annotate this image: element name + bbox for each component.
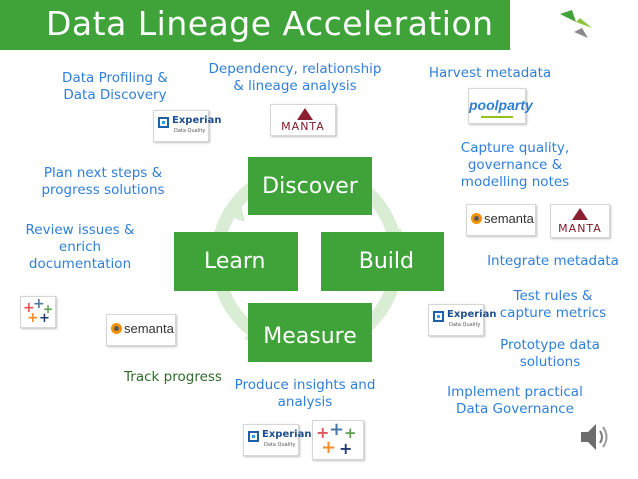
cycle-discover-label: Discover bbox=[262, 173, 358, 199]
experian-logo: Experian Data Quality bbox=[428, 304, 496, 336]
page-title: Data Lineage Acceleration bbox=[46, 4, 494, 43]
cycle-learn: Learn bbox=[174, 232, 298, 291]
label-test: Test rules & capture metrics bbox=[499, 288, 607, 321]
manta-logo: MANTA bbox=[550, 204, 610, 238]
label-track: Track progress bbox=[124, 369, 222, 385]
label-profiling: Data Profiling & Data Discovery bbox=[62, 70, 168, 103]
label-harvest: Harvest metadata bbox=[428, 65, 552, 81]
poolparty-logo: poolparty bbox=[468, 88, 533, 124]
label-review: Review issues & enrich documentation bbox=[25, 222, 135, 272]
label-dependency: Dependency, relationship & lineage analy… bbox=[208, 61, 382, 94]
label-implement: Implement practical Data Governance bbox=[447, 384, 583, 417]
cycle-discover: Discover bbox=[248, 157, 372, 215]
tableau-logo-icon: + + + + + bbox=[20, 296, 56, 328]
title-bar: Data Lineage Acceleration bbox=[0, 0, 510, 50]
label-capture: Capture quality, governance & modelling … bbox=[460, 140, 570, 190]
label-plan: Plan next steps & progress solutions bbox=[41, 165, 165, 198]
cycle-measure-label: Measure bbox=[263, 324, 357, 349]
label-prototype: Prototype data solutions bbox=[500, 337, 600, 370]
semanta-logo: semanta bbox=[106, 314, 176, 346]
cycle-build: Build bbox=[321, 232, 444, 291]
cycle-build-label: Build bbox=[358, 249, 414, 274]
cycle-measure: Measure bbox=[248, 303, 372, 362]
semanta-logo: semanta bbox=[466, 204, 536, 236]
manta-logo: MANTA bbox=[270, 104, 336, 136]
label-integrate: Integrate metadata bbox=[487, 253, 619, 269]
brand-mark-icon bbox=[560, 10, 592, 38]
experian-logo: Experian Data Quality bbox=[153, 110, 221, 142]
experian-logo: Experian Data Quality bbox=[243, 424, 311, 456]
label-produce: Produce insights and analysis bbox=[234, 377, 376, 410]
speaker-icon[interactable] bbox=[578, 420, 614, 454]
cycle-learn-label: Learn bbox=[204, 249, 266, 274]
tableau-logo-icon: + + + + + bbox=[312, 420, 364, 460]
